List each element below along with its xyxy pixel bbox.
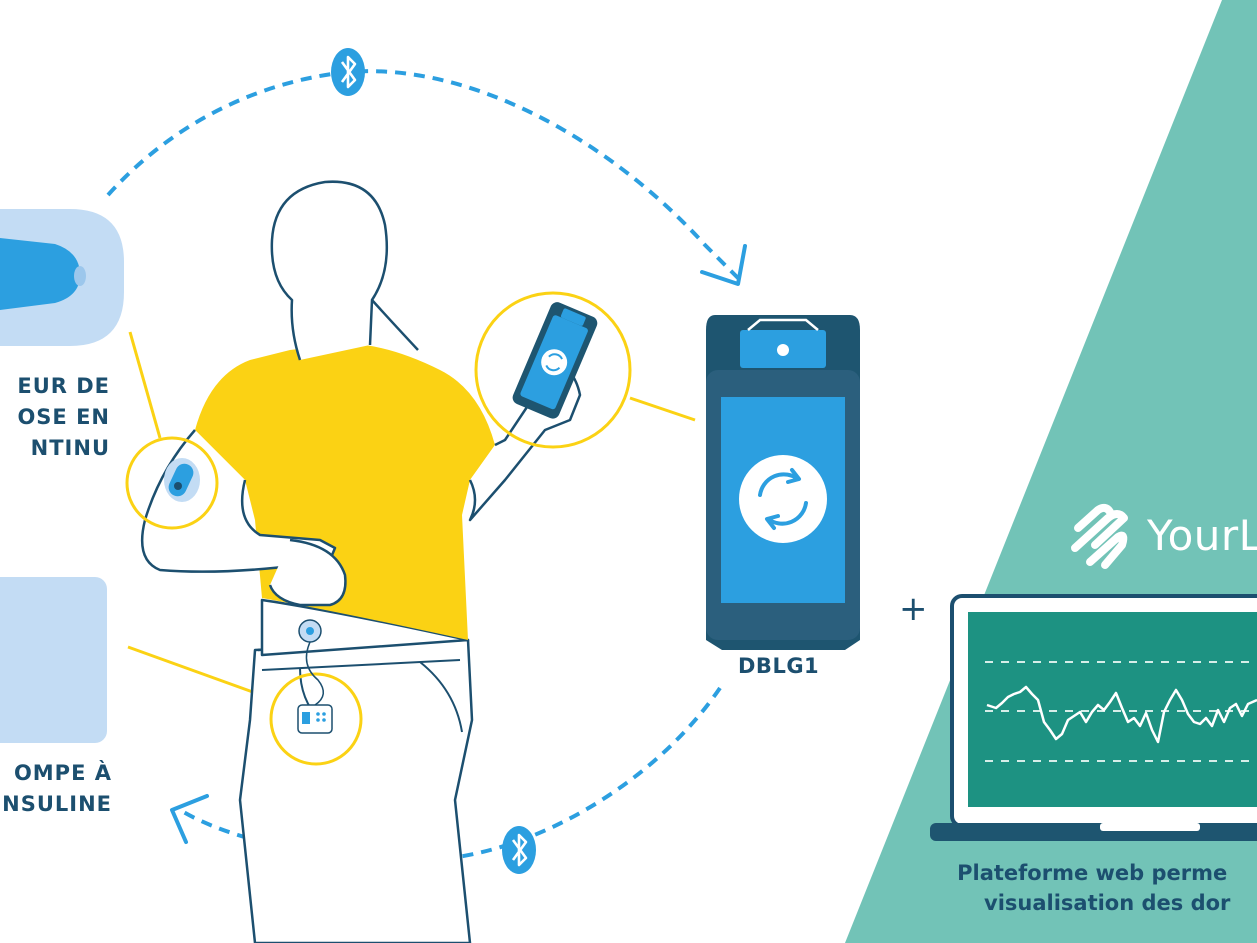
plus-sign: + <box>899 589 928 629</box>
sync-icon <box>758 468 808 530</box>
top-arc-arrowhead <box>700 244 747 286</box>
pump-label: OMPE À NSULINE <box>0 758 112 820</box>
laptop-illustration <box>930 594 1257 841</box>
platform-label-line-2: visualisation des dor <box>984 891 1231 915</box>
pump-on-hip <box>269 619 363 766</box>
pump-label-line-2: NSULINE <box>2 792 112 816</box>
phone-connector-line <box>629 396 696 422</box>
bluetooth-icon <box>331 48 365 96</box>
pump-connector-line <box>127 645 276 702</box>
glucose-trace <box>986 685 1257 744</box>
top-sync-arc <box>106 69 742 282</box>
dblg1-device <box>706 315 860 650</box>
phone-in-hand <box>474 291 632 449</box>
brand-name: YourL <box>1147 511 1257 560</box>
yourloops-logo-icon <box>1071 503 1128 569</box>
sensor-label-line-3: NTINU <box>30 436 110 460</box>
sensor-label: EUR DE OSE EN NTINU <box>0 371 110 464</box>
sensor-label-line-1: EUR DE <box>17 374 110 398</box>
platform-label-line-1: Plateforme web perme <box>957 861 1228 885</box>
sensor-label-line-2: OSE EN <box>17 405 110 429</box>
sensor-connector-line <box>128 331 162 439</box>
platform-label: Plateforme web perme visualisation des d… <box>954 858 1230 918</box>
pump-label-line-1: OMPE À <box>13 761 112 785</box>
pump-illustration <box>0 577 107 743</box>
sensor-illustration <box>0 209 124 346</box>
device-label: DBLG1 <box>738 654 820 678</box>
bottom-arc-arrowhead <box>170 794 209 844</box>
sensor-on-arm <box>125 436 219 530</box>
sync-icon <box>545 353 563 372</box>
bluetooth-icon <box>502 826 536 874</box>
